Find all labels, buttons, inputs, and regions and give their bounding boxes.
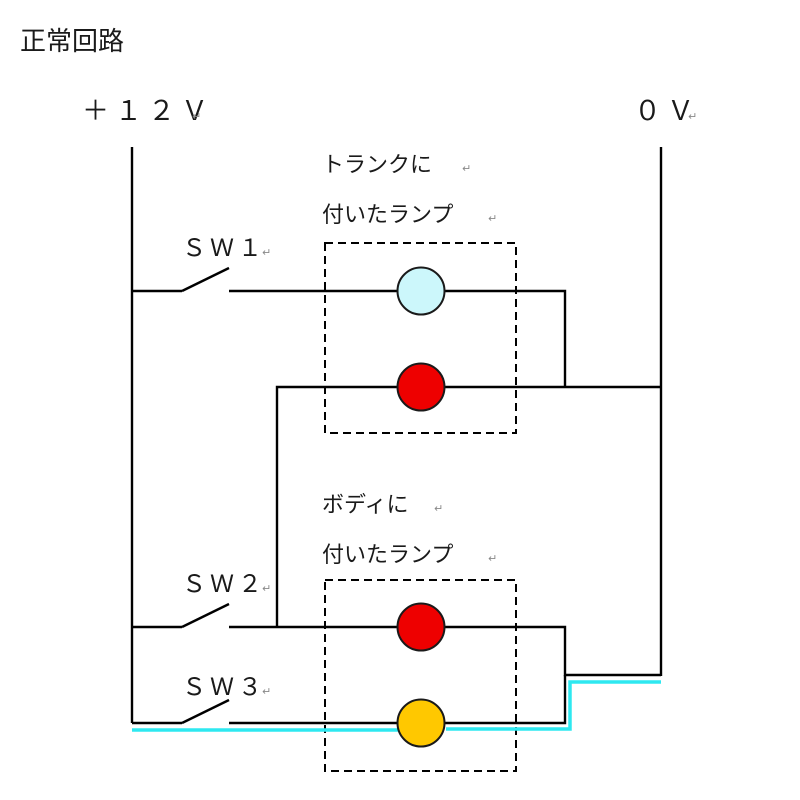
trunk-lamp-group-box [324, 242, 517, 434]
return-mark: ↵ [192, 110, 201, 123]
wire [445, 625, 661, 677]
sw1-contact[interactable] [181, 266, 230, 293]
trunk-group-label-line2: 付いたランプ [322, 203, 453, 228]
trunk-lamp-2 [396, 362, 446, 412]
sw3-contact[interactable] [181, 698, 230, 725]
ground-label: ０Ｖ [634, 96, 700, 127]
wire [445, 675, 567, 725]
return-mark: ↵ [488, 212, 497, 225]
return-mark: ↵ [262, 685, 271, 698]
body-group-label-line2: 付いたランプ [322, 543, 453, 568]
return-mark: ↵ [262, 246, 271, 259]
return-mark: ↵ [688, 110, 697, 123]
sw3-label: ＳＷ３ [182, 673, 266, 701]
body-lamp-group-box [324, 579, 517, 772]
body-group-label-line1: ボディに [322, 493, 408, 518]
return-mark: ↵ [434, 502, 443, 515]
diagram-title: 正常回路 [20, 27, 124, 57]
wire [445, 289, 567, 387]
positive-supply-label: ＋１２Ｖ [82, 96, 214, 127]
wire [275, 385, 398, 627]
return-mark: ↵ [462, 162, 471, 175]
body-lamp-1 [396, 602, 446, 652]
sw1-branch [132, 266, 567, 387]
current-path-highlight [132, 680, 661, 732]
sw3-branch [132, 675, 567, 725]
body-lamp-2 [396, 698, 446, 748]
sw2-label: ＳＷ２ [182, 570, 266, 598]
sw2-branch [132, 602, 661, 677]
sw1-label: ＳＷ１ [182, 234, 266, 262]
return-mark: ↵ [488, 552, 497, 565]
trunk-lamp-1 [396, 266, 446, 316]
sw2-contact[interactable] [181, 602, 230, 629]
trunk-group-label-line1: トランクに [322, 153, 432, 178]
return-mark: ↵ [262, 582, 271, 595]
trunk-lamp-2-branch [275, 385, 661, 627]
